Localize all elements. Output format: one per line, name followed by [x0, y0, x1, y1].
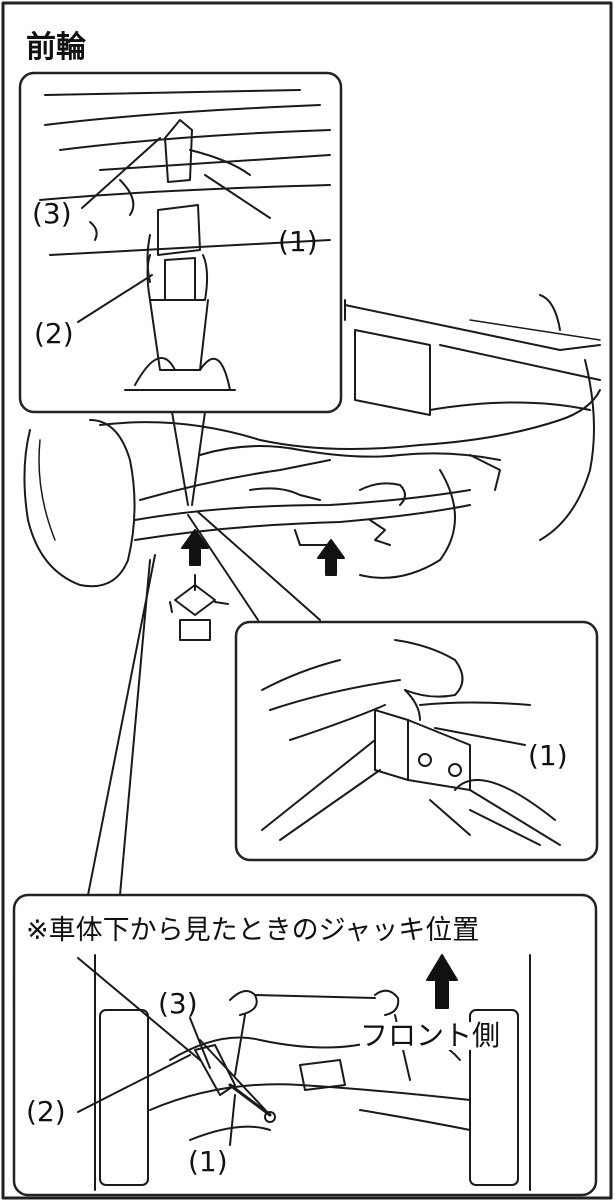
bottom-note: ※車体下から見たときのジャッキ位置 — [26, 915, 480, 946]
label-3-top: (3) — [32, 197, 72, 230]
jack-icon — [169, 574, 229, 641]
page-title: 前輪 — [26, 30, 86, 65]
label-2-bottom: (2) — [26, 1095, 66, 1128]
front-side-label: フロント側 — [360, 1019, 501, 1052]
label-3-bottom: (3) — [158, 987, 198, 1020]
label-1-right: (1) — [528, 739, 568, 772]
top-inset — [18, 71, 343, 414]
bottom-inset — [12, 893, 598, 1197]
callout-top — [171, 411, 189, 506]
right-inset — [234, 620, 599, 862]
label-2-top: (2) — [34, 317, 74, 350]
label-1-top: (1) — [278, 225, 318, 258]
label-1-bottom: (1) — [188, 1145, 228, 1178]
car-underside-drawing — [23, 294, 601, 641]
